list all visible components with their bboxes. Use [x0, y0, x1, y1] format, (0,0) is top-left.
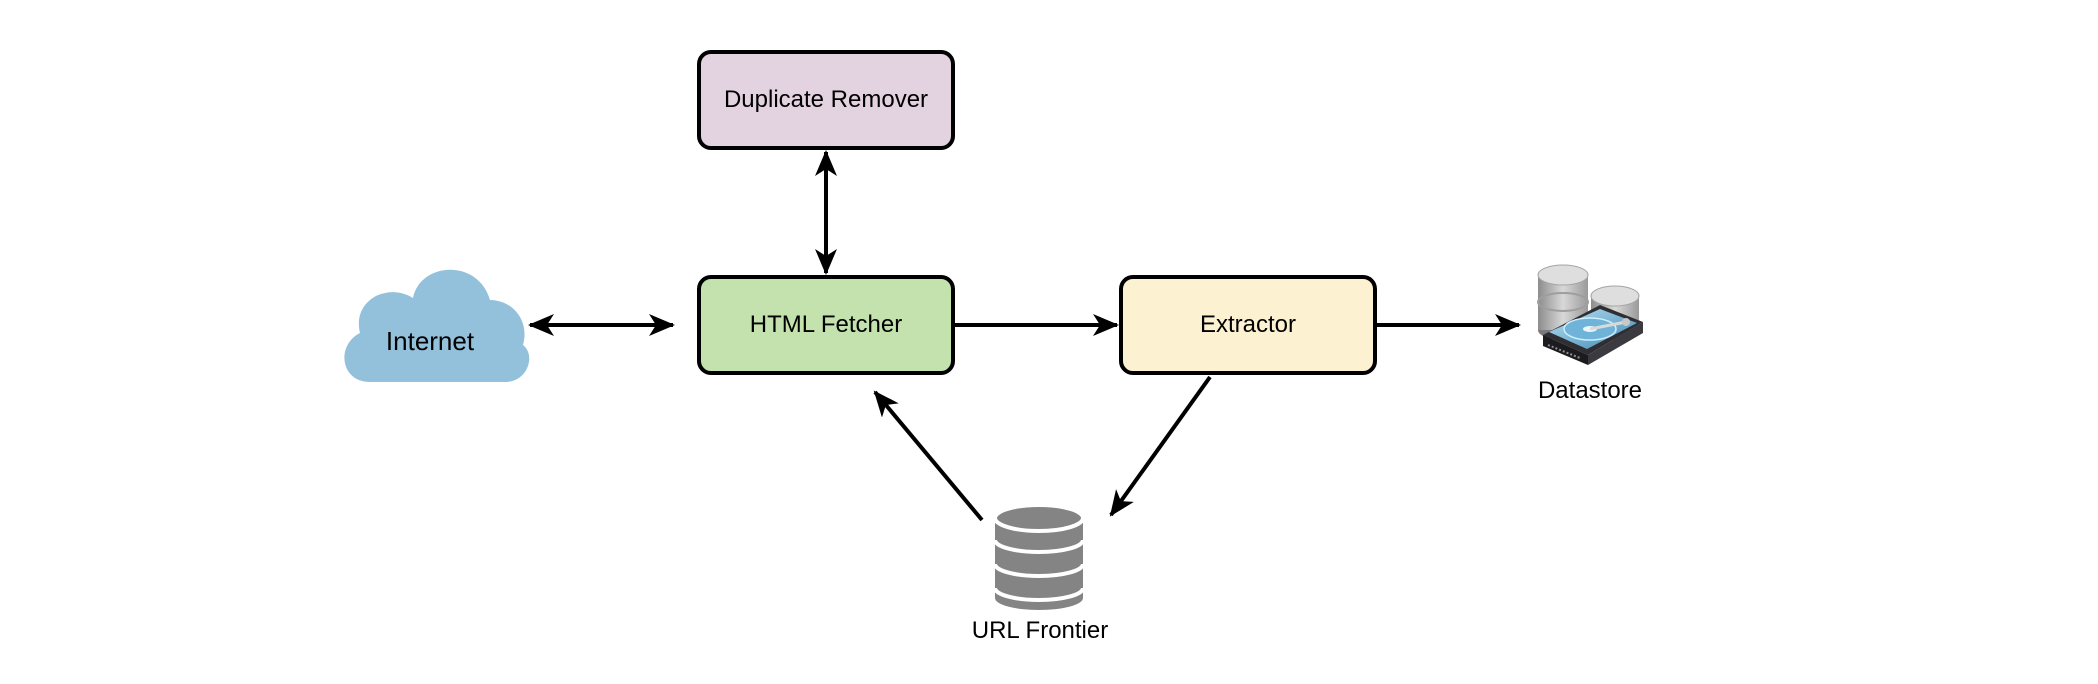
html-fetcher-node: HTML Fetcher: [697, 275, 955, 375]
cloud-icon: [344, 269, 530, 382]
datastore-label: Datastore: [1537, 377, 1643, 404]
internet-label: Internet: [385, 326, 475, 356]
duplicate-remover-node: Duplicate Remover: [697, 50, 955, 150]
edge-extractor-frontier: [1109, 375, 1212, 517]
duplicate-remover-label: Duplicate Remover: [723, 86, 929, 113]
html-fetcher-label: HTML Fetcher: [749, 311, 903, 338]
url-frontier-label: URL Frontier: [971, 617, 1109, 644]
server-disk-icon: [1537, 264, 1643, 365]
database-icon: [993, 503, 1085, 610]
edge-frontier-fetcher: [873, 390, 984, 522]
extractor-label: Extractor: [1199, 311, 1297, 338]
extractor-node: Extractor: [1119, 275, 1377, 375]
